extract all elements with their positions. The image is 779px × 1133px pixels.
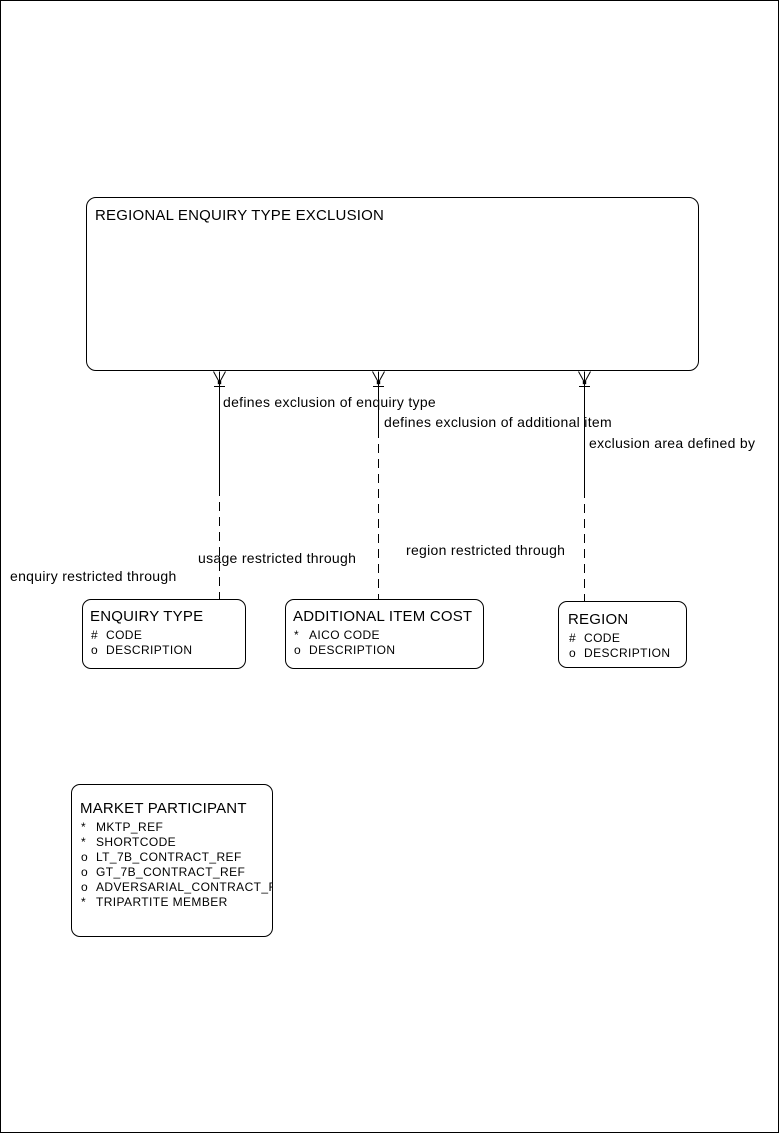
attribute-flag: o (91, 643, 98, 657)
crows-foot-icon (372, 371, 385, 383)
entity-title: ADDITIONAL ITEM COST (293, 608, 473, 625)
attribute-row: # CODE (90, 628, 245, 643)
entity-regional-enquiry-type-exclusion[interactable]: REGIONAL ENQUIRY TYPE EXCLUSION (86, 197, 699, 371)
attribute-name: SHORTCODE (96, 835, 177, 849)
attribute-flag: o (81, 880, 88, 894)
attribute-flag: * (81, 895, 86, 909)
attribute-row: o ADVERSARIAL_CONTRACT_RE (80, 880, 272, 895)
attribute-flag: * (81, 820, 86, 834)
attribute-name: MKTP_REF (96, 820, 164, 834)
attribute-row: o LT_7B_CONTRACT_REF (80, 850, 272, 865)
attribute-row: * AICO CODE (293, 628, 483, 643)
connector-enquiry-type (213, 371, 226, 599)
relationship-label-reverse-region: region restricted through (406, 542, 566, 558)
attribute-row: * SHORTCODE (80, 835, 272, 850)
entity-market-participant[interactable]: MARKET PARTICIPANT * MKTP_REF * SHORTCOD… (71, 784, 273, 937)
entity-additional-item-cost[interactable]: ADDITIONAL ITEM COST * AICO CODE o DESCR… (285, 599, 484, 669)
attribute-row: o DESCRIPTION (90, 643, 245, 658)
crows-foot-icon (213, 371, 226, 383)
relationship-label-forward-region: exclusion area defined by (589, 435, 756, 451)
attribute-row: o DESCRIPTION (568, 646, 686, 661)
attribute-flag: o (81, 865, 88, 879)
relationship-label-reverse-enquiry-type: enquiry restricted through (10, 568, 177, 584)
attribute-list: * MKTP_REF * SHORTCODE o LT_7B_CONTRACT_… (80, 820, 272, 910)
attribute-name: AICO CODE (309, 628, 380, 642)
entity-title: REGION (568, 611, 629, 628)
attribute-name: GT_7B_CONTRACT_REF (96, 865, 246, 879)
relationship-label-forward-enquiry-type: defines exclusion of enquiry type (223, 394, 437, 410)
entity-title: ENQUIRY TYPE (90, 608, 204, 625)
attribute-list: # CODE o DESCRIPTION (90, 628, 245, 658)
attribute-row: o DESCRIPTION (293, 643, 483, 658)
attribute-name: DESCRIPTION (106, 643, 193, 657)
relationship-label-reverse-additional-item-cost: usage restricted through (198, 550, 357, 566)
attribute-flag: * (294, 628, 299, 642)
attribute-flag: # (91, 628, 98, 642)
attribute-flag: * (81, 835, 86, 849)
connector-region (578, 371, 591, 601)
entity-region[interactable]: REGION # CODE o DESCRIPTION (558, 601, 687, 668)
attribute-name: ADVERSARIAL_CONTRACT_RE (96, 880, 273, 894)
crows-foot-icon (578, 371, 591, 383)
attribute-row: * TRIPARTITE MEMBER (80, 895, 272, 910)
attribute-row: * MKTP_REF (80, 820, 272, 835)
attribute-list: * AICO CODE o DESCRIPTION (293, 628, 483, 658)
attribute-list: # CODE o DESCRIPTION (568, 631, 686, 661)
attribute-name: CODE (106, 628, 143, 642)
attribute-name: DESCRIPTION (309, 643, 396, 657)
attribute-flag: o (81, 850, 88, 864)
attribute-flag: # (569, 631, 576, 645)
connector-additional-item-cost (372, 371, 385, 599)
attribute-row: # CODE (568, 631, 686, 646)
entity-enquiry-type[interactable]: ENQUIRY TYPE # CODE o DESCRIPTION (82, 599, 246, 669)
attribute-row: o GT_7B_CONTRACT_REF (80, 865, 272, 880)
attribute-name: TRIPARTITE MEMBER (96, 895, 228, 909)
entity-title: MARKET PARTICIPANT (80, 800, 247, 817)
attribute-name: LT_7B_CONTRACT_REF (96, 850, 242, 864)
attribute-name: CODE (584, 631, 621, 645)
attribute-flag: o (569, 646, 576, 660)
entity-title: REGIONAL ENQUIRY TYPE EXCLUSION (95, 207, 385, 224)
attribute-name: DESCRIPTION (584, 646, 671, 660)
attribute-flag: o (294, 643, 301, 657)
relationship-label-forward-additional-item-cost: defines exclusion of additional item (384, 414, 612, 430)
